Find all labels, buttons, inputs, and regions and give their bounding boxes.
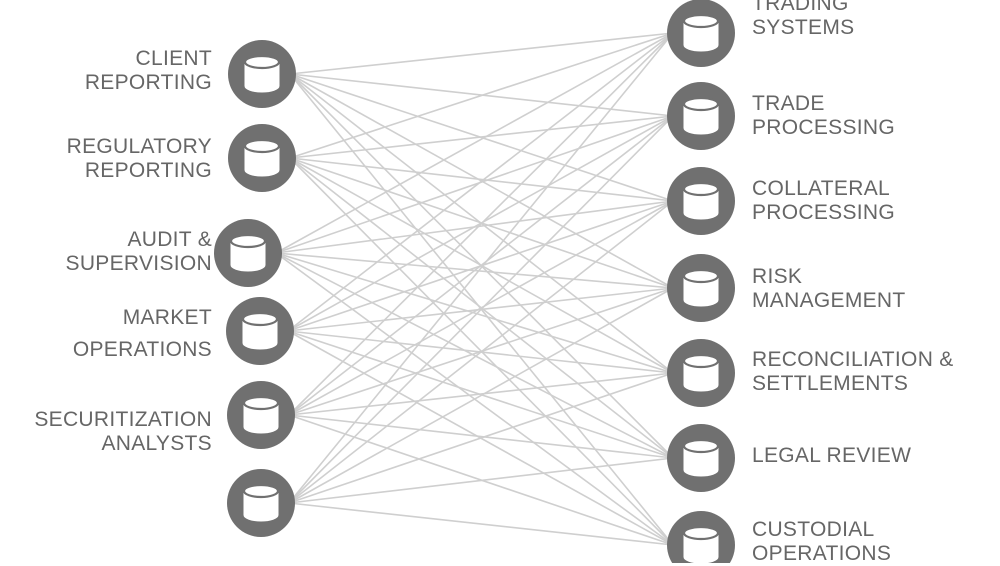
database-icon [682,438,720,477]
database-icon [682,96,720,135]
label-line: RISK [752,265,803,288]
label-line: MANAGEMENT [752,289,906,312]
database-icon [682,353,720,392]
label-line: CLIENT [135,47,212,70]
edge-client-reporting-to-trading-systems [289,32,674,75]
database-icon [682,181,720,220]
label-line: SETTLEMENTS [752,372,909,395]
database-icon [229,233,267,272]
database-icon [242,483,280,522]
node-unlabeled [227,469,295,537]
edge-audit-supervision-to-trade-processing [275,115,674,254]
label-reconciliation-settlements: RECONCILIATION &SETTLEMENTS [752,348,954,396]
edge-unlabeled-to-legal-review [288,457,674,504]
database-icon [682,13,720,52]
database-icon [682,268,720,307]
edge-unlabeled-to-trading-systems [288,32,674,504]
edge-unlabeled-to-trade-processing [288,115,674,504]
edge-unlabeled-to-collateral-processing [288,200,674,504]
edge-unlabeled-to-custodial-operations [288,502,674,546]
label-line: LEGAL REVIEW [752,444,912,467]
edge-market-operations-to-trading-systems [287,32,674,332]
edge-securitization-analysts-to-collateral-processing [288,200,674,416]
node-trade-processing [667,82,735,150]
database-icon [243,54,281,93]
edge-regulatory-reporting-to-collateral-processing [289,157,674,202]
edge-regulatory-reporting-to-trading-systems [289,32,674,159]
label-line: REPORTING [84,159,212,182]
node-layer [214,0,735,563]
label-line: MARKET [122,306,212,329]
label-line: REPORTING [84,71,212,94]
label-line: TRADE [752,92,825,115]
database-icon [241,311,279,350]
label-line: PROCESSING [752,201,896,224]
node-regulatory-reporting [228,124,296,192]
label-line: OPERATIONS [72,338,212,361]
edge-regulatory-reporting-to-trade-processing [289,115,674,159]
database-icon [243,138,281,177]
label-line: ANALYSTS [101,432,212,455]
node-collateral-processing [667,167,735,235]
edge-unlabeled-to-risk-management [288,287,674,504]
node-securitization-analysts [227,381,295,449]
label-line: RECONCILIATION & [752,348,954,371]
edge-layer [275,32,674,546]
label-line: REGULATORY [66,135,212,158]
node-risk-management [667,254,735,322]
label-legal-review: LEGAL REVIEW [752,444,911,468]
label-line: AUDIT & [127,228,212,251]
label-line: SECURITIZATION [34,408,212,431]
edge-securitization-analysts-to-reconciliation-settlements [288,372,674,416]
node-custodial-operations [667,511,735,563]
edge-securitization-analysts-to-trading-systems [288,32,674,416]
label-line: TRADING [752,0,849,15]
edge-unlabeled-to-reconciliation-settlements [288,372,674,504]
label-market-operations: MARKET OPERATIONS [73,306,212,362]
label-audit-supervision: AUDIT &SUPERVISION [66,228,212,276]
edge-audit-supervision-to-legal-review [275,252,674,459]
node-legal-review [667,424,735,492]
edge-securitization-analysts-to-legal-review [288,414,674,459]
node-market-operations [226,297,294,365]
label-line: CUSTODIAL [752,518,875,541]
label-line: OPERATIONS [752,542,892,565]
label-line: SUPERVISION [65,252,212,275]
edge-audit-supervision-to-reconciliation-settlements [275,252,674,374]
node-client-reporting [228,40,296,108]
node-trading-systems [667,0,735,67]
label-line: PROCESSING [752,116,896,139]
node-reconciliation-settlements [667,339,735,407]
edge-securitization-analysts-to-trade-processing [288,115,674,416]
label-line: SYSTEMS [752,16,855,39]
edge-audit-supervision-to-trading-systems [275,32,674,254]
node-audit-supervision [214,219,282,287]
database-icon [682,525,720,563]
database-icon [242,395,280,434]
label-line: COLLATERAL [752,177,890,200]
